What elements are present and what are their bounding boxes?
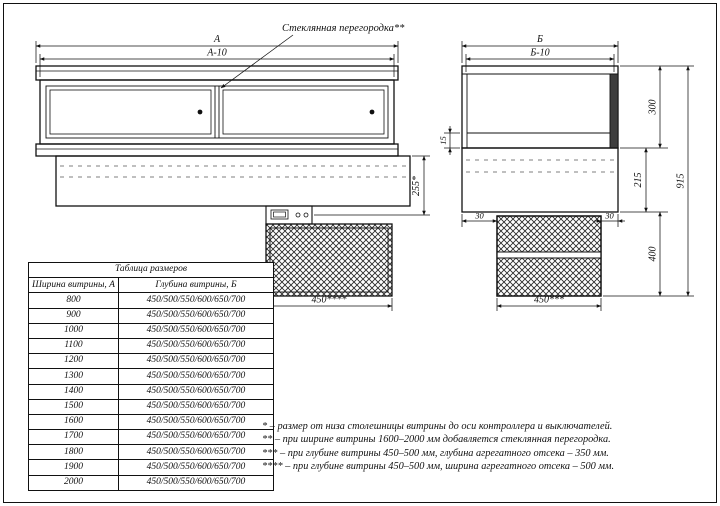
cell-depth: 450/500/550/600/650/700 <box>117 292 274 309</box>
cell-width: 1900 <box>28 459 119 476</box>
glass-partition-callout: Стеклянная перегородка** <box>282 23 405 34</box>
cell-width: 1300 <box>28 368 119 385</box>
footnote-3: *** – при глубине витрины 450–500 мм, гл… <box>262 447 609 459</box>
glass-partition-leader <box>220 34 294 89</box>
side-body <box>461 147 619 213</box>
dim-b10-label: Б-10 <box>529 48 549 59</box>
side-dimensions <box>444 41 694 311</box>
dim-a-label: А <box>213 34 221 45</box>
cell-depth: 450/500/550/600/650/700 <box>117 398 274 415</box>
door-handle-left <box>197 109 203 115</box>
dim-450-front-label: 450**** <box>312 295 347 306</box>
front-top-frame <box>35 65 399 81</box>
controller-panel <box>265 205 313 225</box>
dim-915-label: 915 <box>676 174 687 189</box>
switch-button <box>295 212 301 218</box>
cell-width: 1000 <box>28 322 119 339</box>
cell-width: 1400 <box>28 383 119 400</box>
condenser-grille-front <box>265 223 393 297</box>
cell-depth: 450/500/550/600/650/700 <box>117 459 274 476</box>
dim-400-label: 400 <box>648 247 659 262</box>
cell-depth: 450/500/550/600/650/700 <box>117 383 274 400</box>
cell-width: 800 <box>28 292 119 309</box>
dim-215-label: 215 <box>633 173 644 188</box>
cell-depth: 450/500/550/600/650/700 <box>117 337 274 355</box>
cell-width: 1700 <box>28 429 119 446</box>
cell-depth: 450/500/550/600/650/700 <box>117 353 274 370</box>
cell-width: 1100 <box>28 337 119 355</box>
cell-depth: 450/500/550/600/650/700 <box>117 474 274 491</box>
side-back-panel <box>609 73 619 149</box>
front-countertop <box>35 143 399 157</box>
dim-15-label: 15 <box>438 136 448 145</box>
cell-width: 1500 <box>28 398 119 415</box>
cell-width: 1600 <box>28 413 119 431</box>
size-table-title-row: Таблица размеров <box>28 261 274 279</box>
footnote-2: ** – при ширине витрины 1600–2000 мм доб… <box>262 434 611 446</box>
dim-450-side-label: 450*** <box>534 295 564 306</box>
dim-b-label: Б <box>536 34 543 45</box>
front-dimensions <box>35 34 430 311</box>
dim-255-label: 255* <box>411 176 422 196</box>
dim-30-right-label: 30 <box>604 211 614 221</box>
size-table-title: Таблица размеров <box>28 261 274 279</box>
controller-display <box>270 209 289 220</box>
front-view <box>35 65 411 297</box>
cell-width: 2000 <box>28 474 119 491</box>
size-table: Таблица размеров Ширина витрины, А Глуби… <box>28 261 274 491</box>
front-body <box>55 155 411 207</box>
col-header-depth: Глубина витрины, Б <box>117 277 274 294</box>
cell-depth: 450/500/550/600/650/700 <box>117 444 274 461</box>
door-handle-right <box>369 109 375 115</box>
cell-width: 1800 <box>28 444 119 461</box>
footnote-1: * – размер от низа столешницы витрины до… <box>262 421 613 432</box>
side-upper-case <box>461 65 619 149</box>
side-view <box>461 65 619 297</box>
condenser-side <box>496 215 602 297</box>
footnotes: * – размер от низа столешницы витрины до… <box>262 421 714 475</box>
footnote-4: **** – при глубине витрины 450–500 мм, ш… <box>262 461 615 473</box>
switch-button <box>303 212 309 218</box>
cell-depth: 450/500/550/600/650/700 <box>117 307 274 324</box>
size-table-header-row: Ширина витрины, А Глубина витрины, Б <box>28 277 274 294</box>
cell-width: 900 <box>28 307 119 324</box>
front-glass-doors <box>39 79 395 145</box>
cell-width: 1200 <box>28 353 119 370</box>
cell-depth: 450/500/550/600/650/700 <box>117 429 274 446</box>
cell-depth: 450/500/550/600/650/700 <box>117 368 274 385</box>
dim-30-left-label: 30 <box>474 211 484 221</box>
cell-depth: 450/500/550/600/650/700 <box>117 322 274 339</box>
col-header-width: Ширина витрины, А <box>28 277 119 294</box>
dim-a10-label: А-10 <box>206 48 226 59</box>
cell-depth: 450/500/550/600/650/700 <box>117 413 274 431</box>
dim-300-label: 300 <box>648 100 659 116</box>
